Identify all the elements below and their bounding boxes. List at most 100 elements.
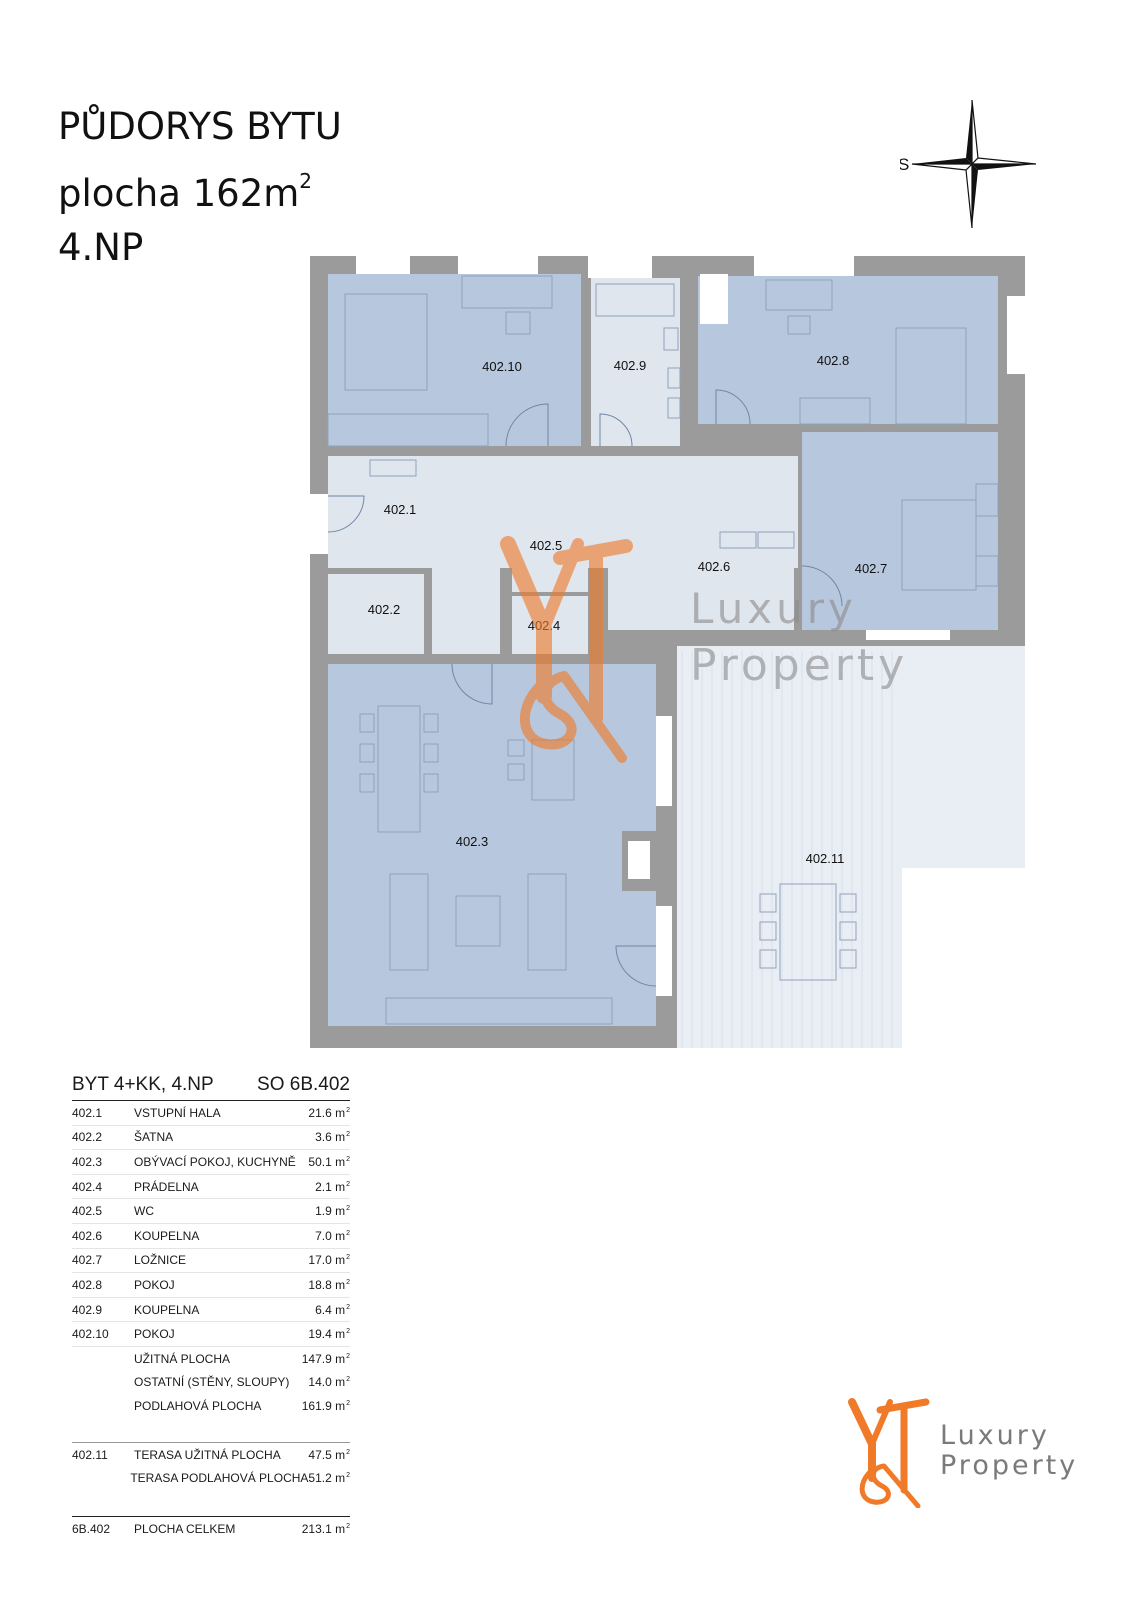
row-value: 50.1 m2 [308, 1155, 350, 1169]
table-row: 6B.402 PLOCHA CELKEM 213.1 m2 [72, 1517, 350, 1541]
row-name: LOŽNICE [134, 1253, 187, 1268]
row-value-text: 14.0 m [308, 1375, 346, 1390]
row-id: 402.9 [72, 1302, 103, 1317]
row-value: 17.0 m2 [308, 1253, 350, 1267]
row-value-unit: 2 [346, 1328, 350, 1336]
label-402-3: 402.3 [456, 834, 489, 849]
label-402-5: 402.5 [530, 538, 563, 553]
row-value: 161.9 m2 [302, 1399, 350, 1413]
row-value-text: 19.4 m [308, 1327, 346, 1342]
heading-line-1: PŮDORYS BYTU [58, 105, 342, 148]
row-value-unit: 2 [346, 1472, 350, 1480]
room-402-8 [698, 276, 998, 424]
row-value-unit: 2 [346, 1106, 350, 1114]
row-name: TERASA UŽITNÁ PLOCHA [134, 1447, 281, 1462]
floor-plan: 402.10 402.9 402.8 402.1 402.2 402.5 402… [310, 256, 1025, 1051]
row-value-unit: 2 [346, 1131, 350, 1139]
row-id: 402.7 [72, 1253, 103, 1268]
row-value-unit: 2 [346, 1399, 350, 1407]
table-row: 402.3 OBÝVACÍ POKOJ, KUCHYNĚ 50.1 m2 [72, 1150, 350, 1175]
row-id: 402.10 [72, 1327, 109, 1342]
row-name: PRÁDELNA [134, 1179, 199, 1194]
row-value-text: 7.0 m [315, 1228, 346, 1243]
row-name: OBÝVACÍ POKOJ, KUCHYNĚ [134, 1154, 296, 1169]
row-value-text: 51.2 m [308, 1471, 346, 1486]
row-name: KOUPELNA [134, 1228, 200, 1243]
table-row: PODLAHOVÁ PLOCHA 161.9 m2 [72, 1394, 350, 1418]
row-value-unit: 2 [346, 1376, 350, 1384]
room-402-7 [802, 432, 998, 630]
row-value: 213.1 m2 [302, 1522, 350, 1536]
heading-line-3: 4.NP [58, 226, 144, 269]
row-id: 402.2 [72, 1130, 103, 1145]
logo-line-2: Property [940, 1450, 1079, 1481]
table-header: BYT 4+KK, 4.NP SO 6B.402 [72, 1074, 350, 1101]
row-value-text: 213.1 m [301, 1521, 346, 1536]
label-402-7: 402.7 [855, 561, 888, 576]
row-value-text: 147.9 m [301, 1351, 346, 1366]
row-value-unit: 2 [346, 1303, 350, 1311]
furniture [327, 275, 999, 1025]
row-value-text: 161.9 m [301, 1398, 346, 1413]
room-402-9 [591, 278, 680, 446]
row-name: ŠATNA [134, 1130, 174, 1145]
total-row: 6B.402 PLOCHA CELKEM 213.1 m2 [72, 1517, 350, 1541]
row-value-text: 17.0 m [308, 1253, 346, 1268]
row-name: UŽITNÁ PLOCHA [134, 1351, 231, 1366]
table-title: BYT 4+KK, 4.NP [72, 1074, 214, 1095]
row-value-text: 3.6 m [315, 1130, 346, 1145]
table-code: SO 6B.402 [257, 1074, 350, 1095]
row-value: 1.9 m2 [315, 1204, 350, 1218]
row-id: 402.5 [72, 1204, 103, 1219]
row-value: 47.5 m2 [308, 1448, 350, 1462]
row-id: 402.3 [72, 1154, 103, 1169]
row-value: 14.0 m2 [308, 1375, 350, 1389]
row-value-unit: 2 [346, 1522, 350, 1530]
row-value: 51.2 m2 [308, 1471, 350, 1485]
row-id: 6B.402 [72, 1521, 111, 1536]
table-row: 402.11 TERASA UŽITNÁ PLOCHA 47.5 m2 [72, 1443, 350, 1467]
row-value-unit: 2 [346, 1205, 350, 1213]
row-name: PODLAHOVÁ PLOCHA [134, 1398, 262, 1413]
room-402-2 [328, 574, 424, 654]
row-value-unit: 2 [346, 1254, 350, 1262]
room-402-5 [512, 522, 588, 592]
row-id: 402.1 [72, 1105, 103, 1120]
label-402-10: 402.10 [482, 359, 522, 374]
row-value-text: 18.8 m [308, 1277, 346, 1292]
label-402-1: 402.1 [384, 502, 417, 517]
row-value: 147.9 m2 [302, 1352, 350, 1366]
logo-line-1: Luxury [940, 1420, 1050, 1451]
table-row: UŽITNÁ PLOCHA 147.9 m2 [72, 1347, 350, 1371]
label-402-8: 402.8 [817, 353, 850, 368]
row-value: 21.6 m2 [308, 1106, 350, 1120]
row-value: 3.6 m2 [315, 1130, 350, 1144]
row-id: 402.11 [72, 1447, 108, 1462]
row-name: PLOCHA CELKEM [134, 1521, 236, 1536]
row-value: 19.4 m2 [308, 1327, 350, 1341]
row-value: 7.0 m2 [315, 1229, 350, 1243]
row-value-text: 2.1 m [315, 1179, 346, 1194]
plan-heading: PŮDORYS BYTU plocha 162m2 4.NP [58, 100, 342, 275]
logo-mark-icon [848, 1398, 930, 1508]
label-402-9: 402.9 [614, 358, 647, 373]
heading-line-2: plocha 162m2 [58, 154, 342, 221]
table-row: 402.7 LOŽNICE 17.0 m2 [72, 1249, 350, 1274]
row-value-unit: 2 [346, 1155, 350, 1163]
company-logo: Luxury Property [848, 1398, 1075, 1508]
label-402-2: 402.2 [368, 602, 401, 617]
row-value: 6.4 m2 [315, 1303, 350, 1317]
row-id: 402.4 [72, 1179, 103, 1194]
windows [310, 256, 1025, 996]
row-value-text: 21.6 m [308, 1105, 346, 1120]
